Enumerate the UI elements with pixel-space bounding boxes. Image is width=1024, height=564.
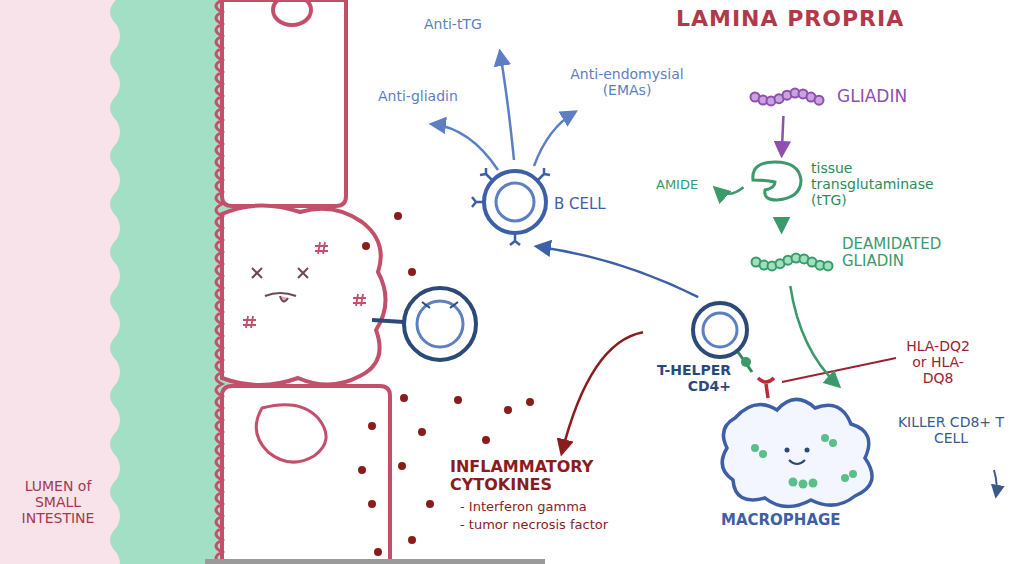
secretion-arrow — [562, 332, 643, 453]
t-cell-receptor — [741, 357, 751, 367]
node-text: DEAMIDATED GLIADIN — [842, 236, 954, 271]
node-text: MACROPHAGE — [721, 512, 881, 529]
b-cell: B CELL — [478, 160, 638, 246]
killer-t-cell — [404, 288, 476, 360]
region-title: LAMINA PROPRIA — [676, 6, 936, 31]
progress-bar — [205, 559, 545, 564]
node-text: GLIADIN — [837, 87, 917, 107]
gliadin-chain: GLIADIN — [745, 80, 920, 114]
cell-label: KILLER CD8+ T CELL — [892, 414, 1010, 446]
enterocyte — [222, 386, 390, 564]
node-text: tissue transglutaminase (tTG) — [811, 160, 951, 208]
node-text: - tumor necrosis factor — [460, 518, 690, 533]
brush-border — [216, 0, 222, 564]
nucleus — [273, 0, 311, 25]
nucleus — [256, 405, 326, 462]
mucosa-band — [0, 0, 240, 564]
enzyme-shape: tissue transglutaminase (tTG) — [745, 158, 960, 220]
uptake-arrow — [790, 286, 838, 386]
node-text: T-HELPER CD4+ — [645, 362, 731, 394]
cell-contact — [372, 320, 404, 322]
reaction-arrow — [782, 116, 784, 155]
macrophage-outline — [715, 388, 885, 530]
leader-line — [782, 358, 896, 382]
antibody-label: Anti-tTG — [424, 16, 524, 32]
deamidated-gliadin-chain: DEAMIDATED GLIADIN — [748, 234, 958, 284]
cell-face — [252, 268, 308, 302]
amide-label: AMIDE — [654, 176, 713, 196]
molecule-label: HLA-DQ2 or HLA-DQ8 — [900, 338, 976, 386]
node-text: B CELL — [554, 196, 634, 213]
lumen-band — [0, 0, 120, 564]
hla-molecule — [758, 378, 774, 398]
macrophage: MACROPHAGE — [715, 388, 885, 533]
reaction-arrow — [715, 187, 743, 194]
region-label: LUMEN of SMALL INTESTINE — [8, 478, 108, 526]
node-text: - Interferon gamma — [460, 500, 690, 515]
damaged-enterocyte — [222, 205, 386, 385]
node-text: AMIDE — [656, 178, 710, 193]
t-helper-cell: T-HELPER CD4+ — [645, 298, 755, 404]
cytokine-list: INFLAMMATORY CYTOKINES - Interferon gamma… — [446, 456, 696, 556]
t-cell-receptor — [738, 352, 752, 372]
reaction-arrow — [780, 222, 783, 231]
pointer-arrow — [994, 470, 997, 496]
antibody-arrows — [432, 52, 575, 170]
node-text: INFLAMMATORY CYTOKINES — [450, 458, 600, 495]
enterocyte — [222, 0, 346, 206]
cell-nucleus — [417, 301, 463, 347]
activation-arrow — [537, 246, 698, 297]
cell-brows — [422, 302, 458, 308]
antibody-label: Anti-gliadin — [378, 88, 488, 104]
antibody-label: Anti-endomysial (EMAs) — [552, 66, 702, 98]
